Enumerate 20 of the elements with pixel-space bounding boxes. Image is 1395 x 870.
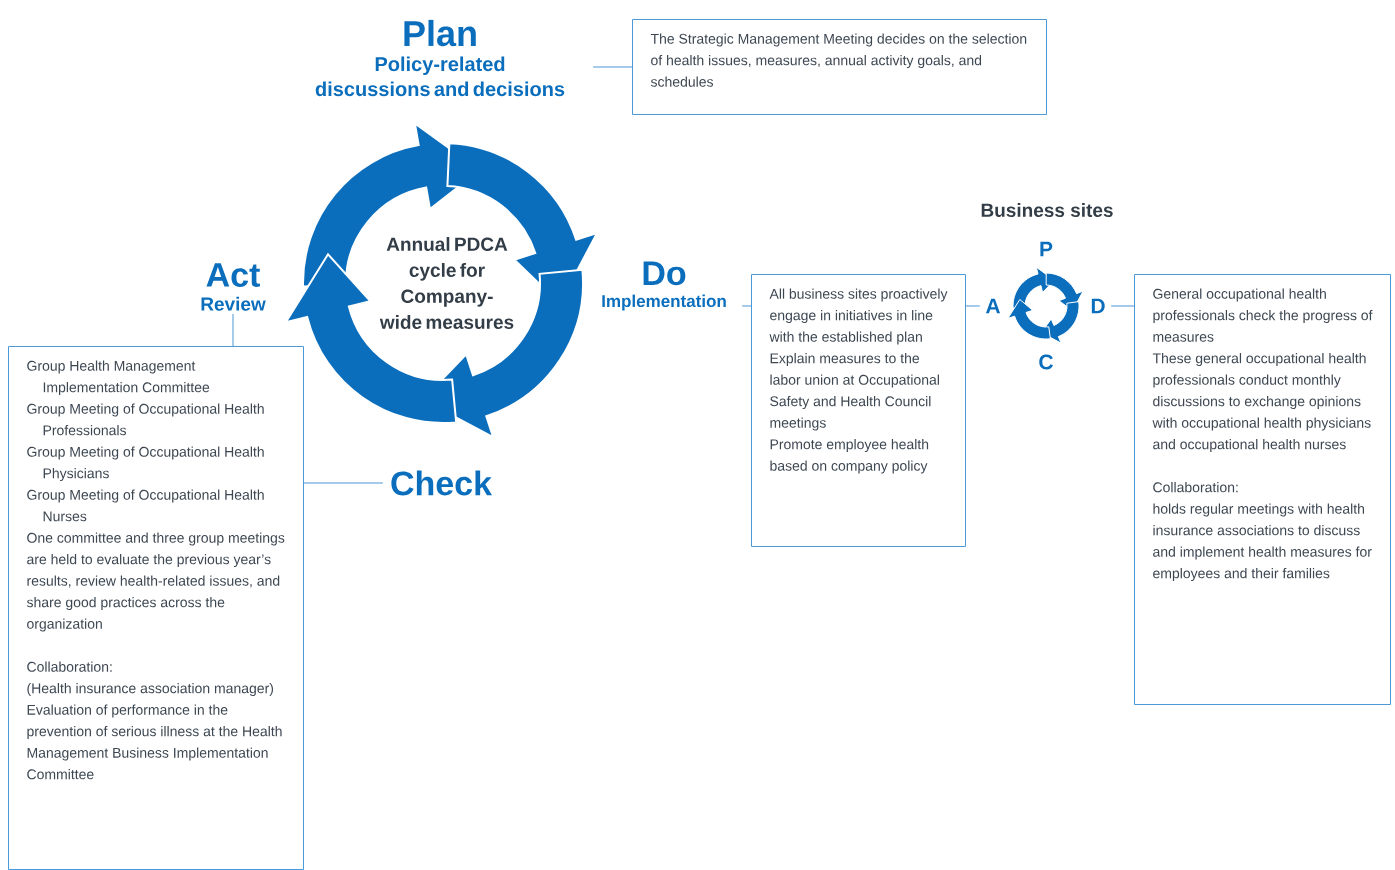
- connector-line: [1110, 305, 1135, 307]
- title-text: Plan Policy-related discussions and decisions: [315, 19, 565, 97]
- title-text: A: [985, 298, 1001, 314]
- cycle-letter: P: [1040, 241, 1053, 257]
- heading: Business sites: [981, 203, 1113, 217]
- connector-line: [232, 313, 234, 347]
- text-box: All business sites proactively engage in initiatives in line with the established plan Explain measures to the labor union at Occupational Safety and Health Council meetings Promote employee health based on company policy: [751, 274, 966, 547]
- text-box: The Strategic Management Meeting decides on the selection of health issues, measures, annual activity goals, and schedules: [632, 19, 1047, 115]
- title-text: D: [1091, 298, 1105, 314]
- connector-line: [303, 482, 384, 484]
- text-box: General occupational health professionals check the progress of measures These general occupational health professionals conduct monthly discussions to exchange opinions with occupational health physicians and occupational health nurses Collaboration: holds regular meetings with health insurance associations to discuss and implement health measures for employees and their families: [1134, 274, 1391, 705]
- connector-line: [965, 305, 981, 307]
- title-text: Annual PDCA cycle for Company-wide measures: [379, 237, 514, 329]
- connector-line: [741, 305, 752, 307]
- connector-line: [592, 66, 633, 68]
- title-text: Do Implementation: [602, 261, 726, 311]
- cycle-letter: C: [1039, 354, 1053, 370]
- title-text: Check: [391, 470, 493, 496]
- text-box: Group Health Management Implementation Committee Group Meeting of Occupational Health Professionals Group Meeting of Occupational Health Physicians Group Meeting of Occupational Health Nurses One committee and three group meetings are held to evaluate the previous year’s results, review health-related issues, and share good practices across the organization Collaboration: (Health insurance association manager) Evaluation of performance in the prevention of serious illness at the Health Management Business Implementation Committee: [8, 346, 304, 870]
- title-text: Act Review: [201, 263, 266, 311]
